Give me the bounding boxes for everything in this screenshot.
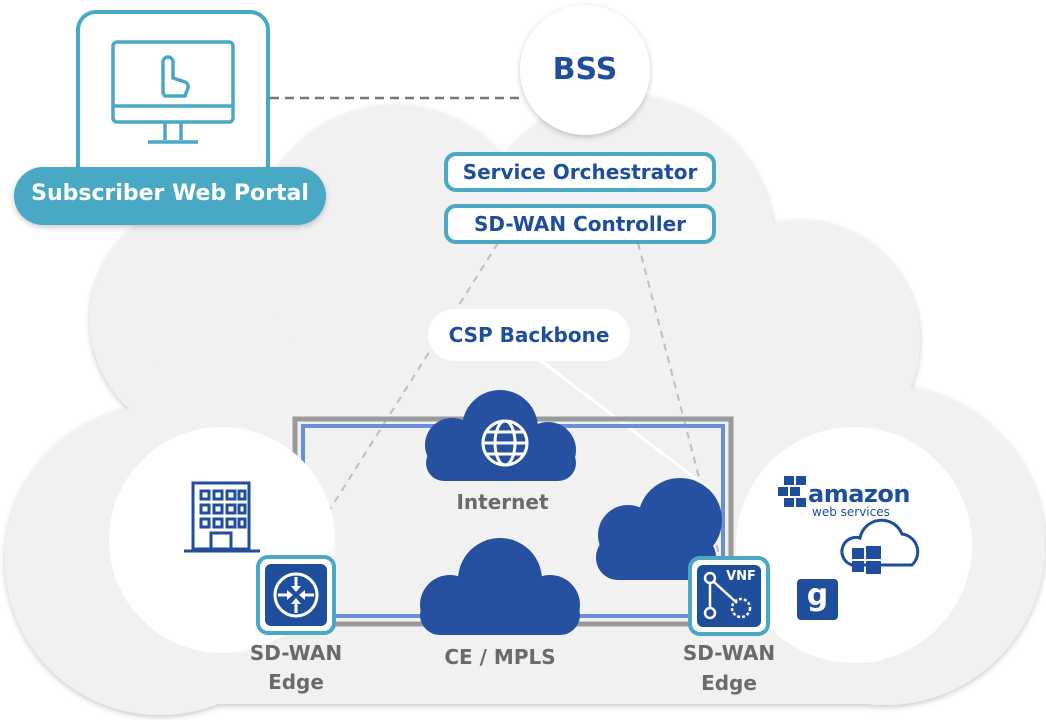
edge-left-label-line1: SD-WAN — [249, 641, 343, 665]
edge-right-label-line2: Edge — [701, 671, 757, 695]
bss-node — [520, 5, 650, 135]
controller-left-edge-link — [297, 242, 499, 561]
sdwan-controller-box[interactable]: SD-WAN Controller — [444, 204, 716, 244]
service-orchestrator-box[interactable]: Service Orchestrator — [444, 152, 716, 192]
vnf-icon — [703, 571, 752, 620]
google-letter: g — [806, 578, 829, 613]
aws-cubes-icon — [778, 476, 806, 507]
bss-label: BSS — [552, 52, 618, 87]
aws-wordmark: amazon — [808, 480, 910, 508]
google-icon — [797, 579, 838, 620]
building-icon — [184, 481, 260, 553]
edge-left-label-line2: Edge — [268, 670, 324, 694]
globe-icon — [481, 419, 529, 467]
router-icon — [273, 572, 319, 618]
portal-label[interactable]: Subscriber Web Portal — [31, 181, 309, 206]
edge-right-label-line1: SD-WAN — [682, 641, 776, 665]
mpls-label: CE / MPLS — [444, 645, 556, 669]
mpls-cloud — [420, 538, 580, 635]
controller-right-edge-link — [637, 242, 721, 559]
windows-cloud-icon — [840, 518, 920, 574]
portal-button[interactable] — [14, 167, 326, 225]
provider-cloud — [596, 478, 722, 580]
monitor-touch-icon — [111, 40, 235, 144]
portal-card — [76, 10, 270, 190]
vnf-badge: VNF — [726, 569, 756, 584]
internet-label: Internet — [456, 490, 549, 514]
aws-subtitle: web services — [812, 505, 890, 519]
csp-backbone-label: CSP Backbone — [428, 309, 630, 361]
public-cloud-circle — [736, 427, 972, 663]
